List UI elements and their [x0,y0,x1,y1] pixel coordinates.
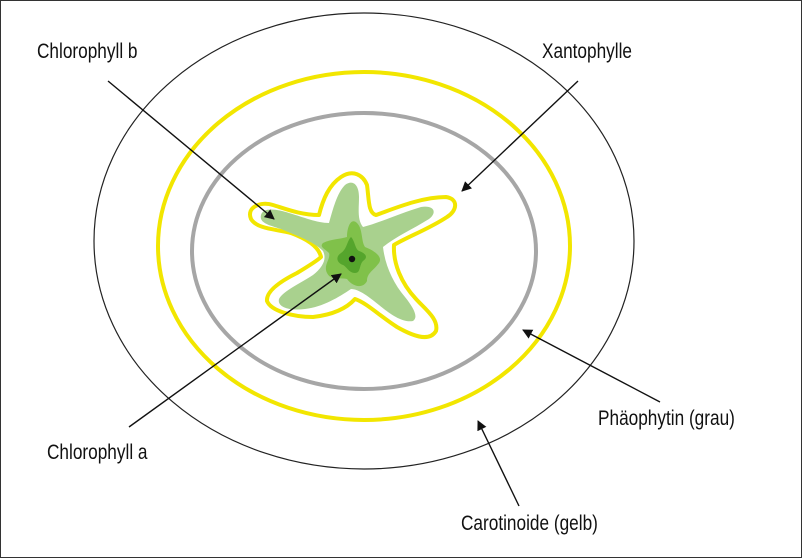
label-chlorophyll-b: Chlorophyll b [37,41,138,62]
arrow-chlorophyll-a [129,274,341,427]
origin-dot [349,256,355,262]
label-chlorophyll-a: Chlorophyll a [47,442,148,463]
arrow-phaeophytin [523,330,660,402]
label-xantophylle: Xantophylle [542,41,632,62]
arrow-carotinoide [478,421,519,506]
arrow-xantophylle [462,81,578,191]
label-carotinoide: Carotinoide (gelb) [461,513,598,534]
label-phaeophytin: Phäophytin (grau) [598,408,735,429]
